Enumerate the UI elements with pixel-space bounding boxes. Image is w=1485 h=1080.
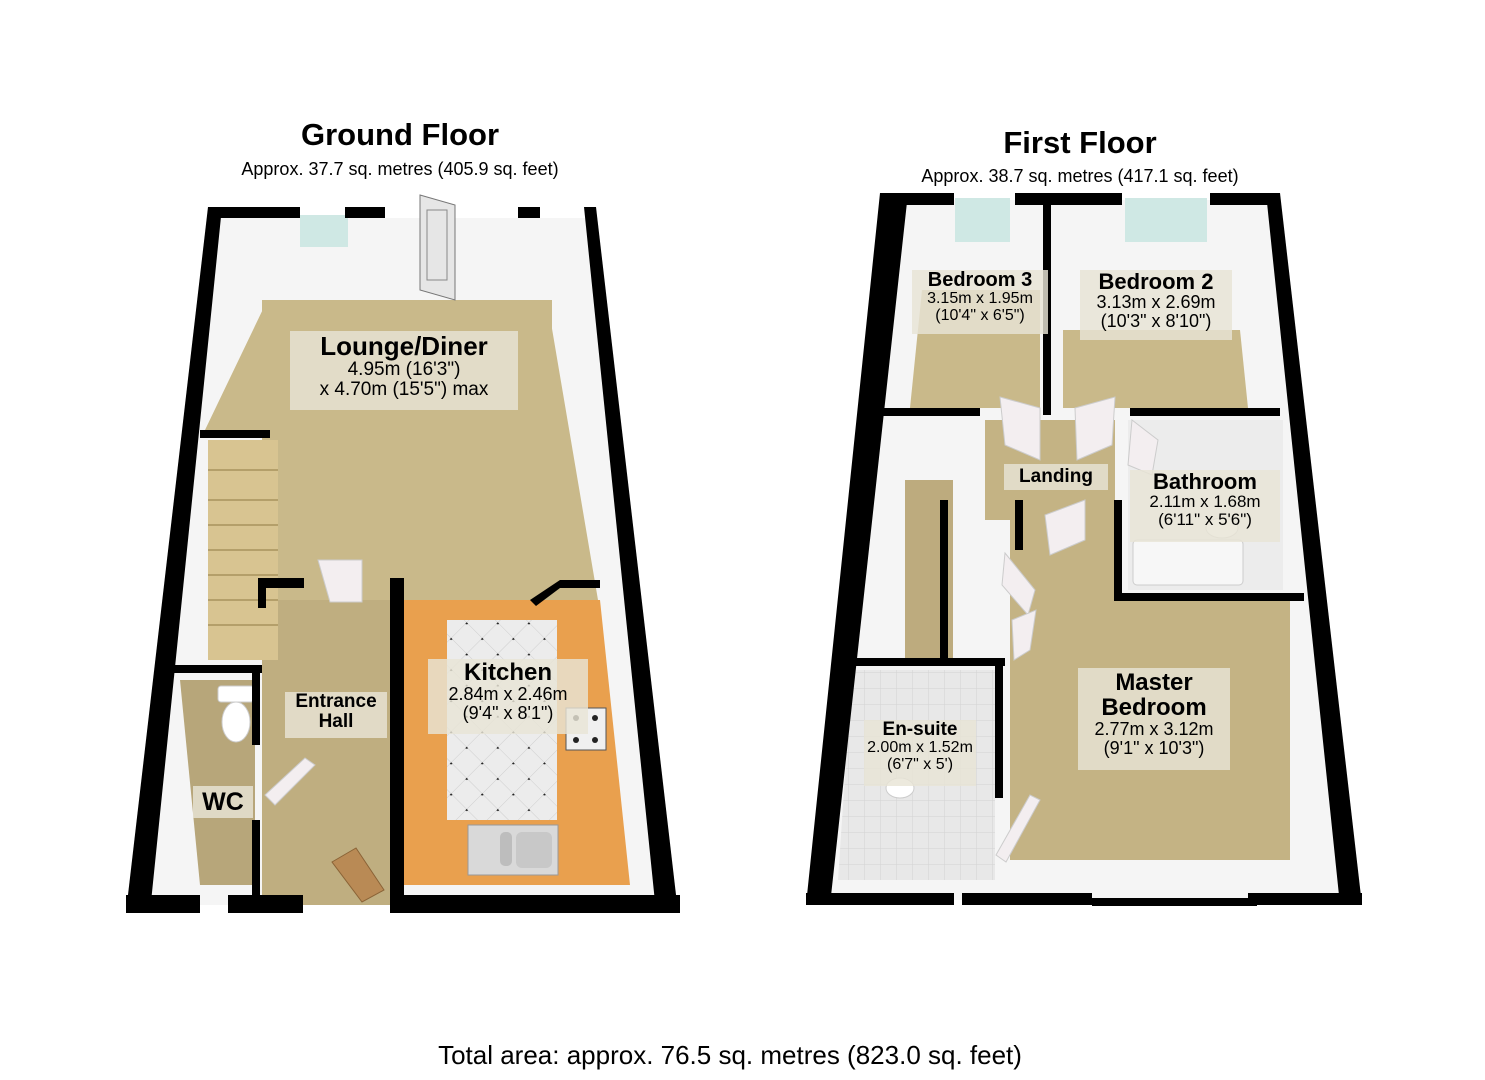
room-label-entrance-hall: Entrance Hall xyxy=(285,692,387,738)
room-name: Bathroom xyxy=(1153,469,1257,494)
room-dimension: 2.11m x 1.68m xyxy=(1149,492,1261,512)
door-icon xyxy=(317,559,363,603)
room-dimension: (6'7" x 5') xyxy=(886,755,954,773)
room-name: Bedroom xyxy=(1101,694,1207,722)
room-dimension: 3.15m x 1.95m xyxy=(927,290,1033,307)
room-label-wc: WC xyxy=(193,786,253,818)
room-dimension: x 4.70m (15'5") max xyxy=(319,379,489,401)
room-dimension: 2.77m x 3.12m xyxy=(1094,719,1214,740)
room-dimension: (9'4" x 8'1") xyxy=(462,703,554,724)
room-dimension: 2.00m x 1.52m xyxy=(867,738,973,756)
room-label-kitchen: Kitchen 2.84m x 2.46m (9'4" x 8'1") xyxy=(428,659,588,734)
window xyxy=(300,215,348,247)
room-dimension: 4.95m (16'3") xyxy=(347,359,461,381)
room-dimension: 2.84m x 2.46m xyxy=(448,684,568,705)
door-icon xyxy=(419,194,456,301)
room-name: Hall xyxy=(318,710,354,732)
room-label-en-suite: En-suite 2.00m x 1.52m (6'7" x 5') xyxy=(864,720,976,786)
room-name: Bedroom 3 xyxy=(927,269,1033,291)
room-label-bedroom-2: Bedroom 2 3.13m x 2.69m (10'3" x 8'10") xyxy=(1080,270,1232,340)
door-icon xyxy=(999,396,1041,461)
room-dimension: 3.13m x 2.69m xyxy=(1096,292,1216,313)
room-name: Landing xyxy=(1019,466,1093,487)
toilet-icon xyxy=(217,685,255,743)
stairs xyxy=(208,440,278,660)
room-dimension: (9'1" x 10'3") xyxy=(1103,738,1205,759)
room-name: Entrance xyxy=(295,691,377,712)
room-label-lounge-diner: Lounge/Diner 4.95m (16'3") x 4.70m (15'5… xyxy=(290,331,518,410)
room-name: Lounge/Diner xyxy=(320,331,488,361)
room-name: WC xyxy=(202,788,244,816)
room-label-bathroom: Bathroom 2.11m x 1.68m (6'11" x 5'6") xyxy=(1130,470,1280,542)
ground-floor-area: Approx. 37.7 sq. metres (405.9 sq. feet) xyxy=(241,159,559,179)
window xyxy=(1125,198,1207,242)
first-floor-title: First Floor xyxy=(1003,125,1157,160)
door-icon xyxy=(331,847,385,903)
ground-floor-title: Ground Floor xyxy=(300,117,500,152)
first-floor-area: Approx. 38.7 sq. metres (417.1 sq. feet) xyxy=(921,166,1239,186)
door-icon xyxy=(1011,609,1037,661)
room-label-bedroom-3: Bedroom 3 3.15m x 1.95m (10'4" x 6'5") xyxy=(912,270,1048,334)
door-icon xyxy=(1074,396,1116,461)
room-dimension: (10'4" x 6'5") xyxy=(935,306,1025,324)
room-name: Master xyxy=(1115,669,1193,696)
room-label-landing: Landing xyxy=(1004,464,1108,490)
room-label-master-bedroom: Master Bedroom 2.77m x 3.12m (9'1" x 10'… xyxy=(1078,668,1230,770)
bath-icon xyxy=(1132,539,1244,586)
window xyxy=(955,198,1010,242)
door-icon xyxy=(1044,499,1086,556)
sink-icon xyxy=(467,824,559,876)
room-name: Bedroom 2 xyxy=(1098,269,1214,294)
door-icon xyxy=(995,794,1041,863)
hall-floor xyxy=(262,600,402,905)
room-name: Kitchen xyxy=(463,659,552,686)
door-icon xyxy=(264,757,316,806)
room-dimension: (10'3" x 8'10") xyxy=(1100,310,1212,331)
room-name: En-suite xyxy=(882,719,958,740)
bedroom2-floor xyxy=(1063,330,1248,408)
total-area: Total area: approx. 76.5 sq. metres (823… xyxy=(438,1040,1022,1070)
room-dimension: (6'11" x 5'6") xyxy=(1158,509,1252,529)
